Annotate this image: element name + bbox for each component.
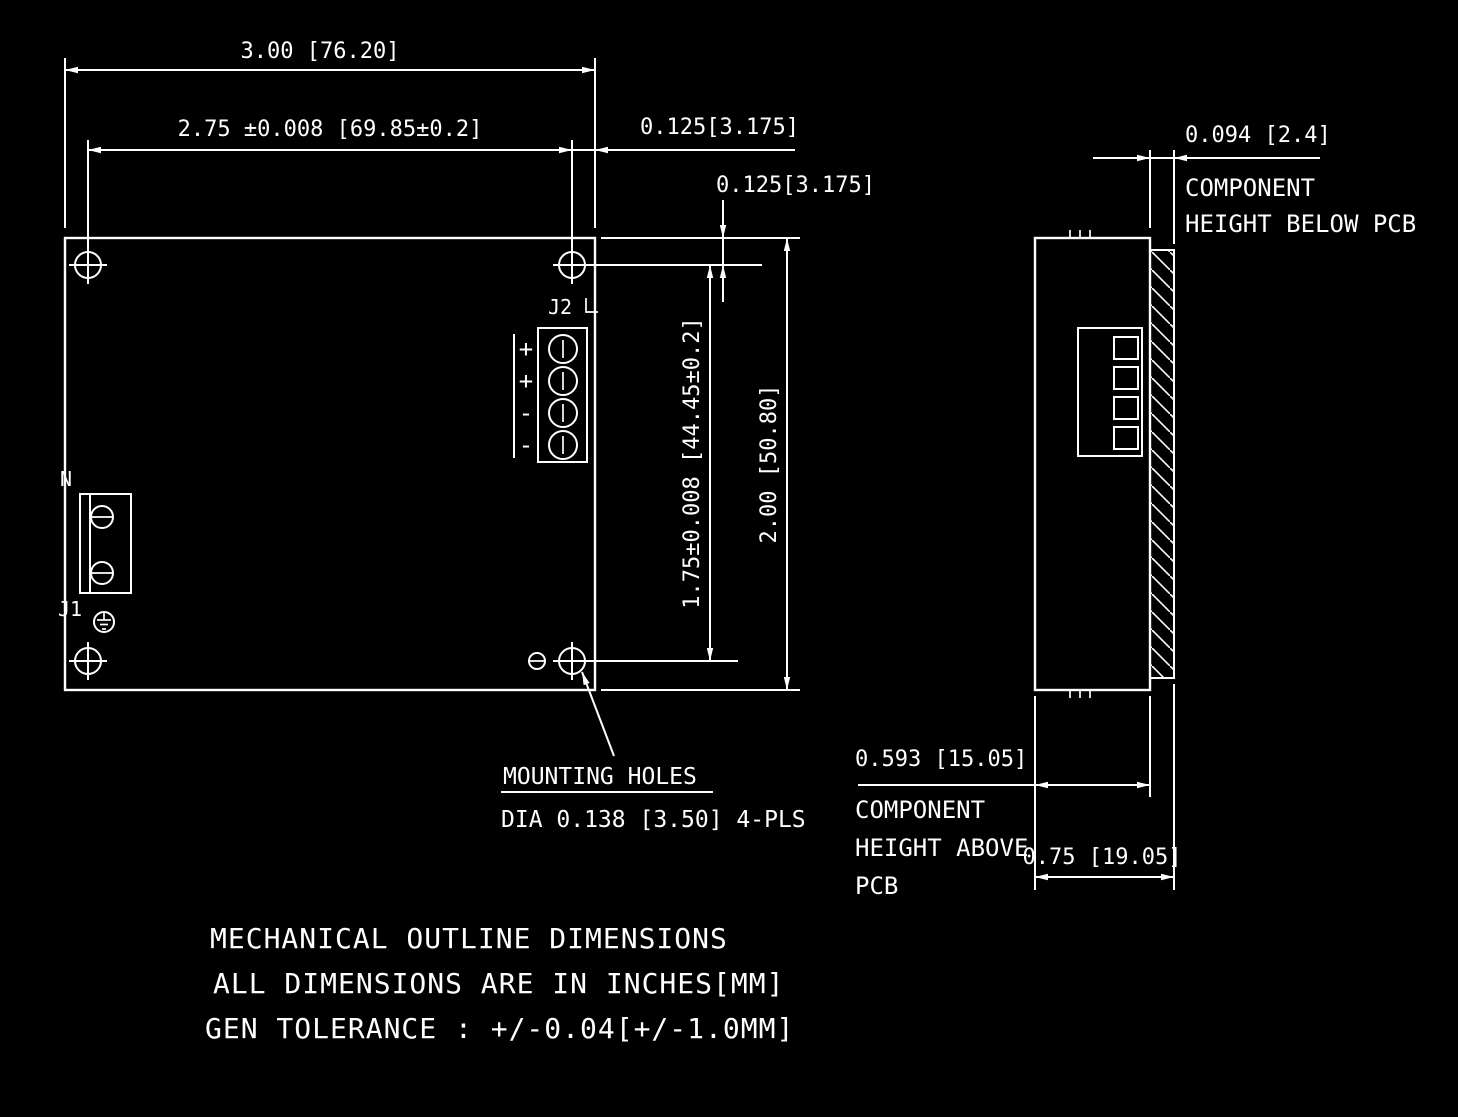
mounting-holes-leader-arrow — [581, 671, 615, 757]
ground-pad — [528, 652, 546, 670]
j2-label: J2 — [548, 295, 572, 319]
side-view-body — [1033, 236, 1152, 692]
connector-j2: J2 + + - - — [513, 295, 598, 463]
j2-polarity-mark-4: - — [519, 431, 533, 459]
j1-terminal-2 — [90, 561, 114, 585]
j1-label: J1 — [58, 597, 82, 621]
top-view: J2 + + - - — [58, 236, 598, 692]
j2-terminal-block — [537, 327, 588, 463]
j2-polarity-mark-2: + — [519, 367, 533, 395]
dim-overall-height: 0.75 [19.05] — [1023, 845, 1182, 881]
j1-terminal-block — [79, 493, 132, 594]
side-view-edge-ticks — [1069, 230, 1091, 698]
mounting-hole-bottom-right — [553, 642, 591, 680]
above-pcb-label-line3: PCB — [855, 872, 898, 900]
dim-overall-height-text: 0.75 [19.05] — [1023, 845, 1182, 870]
dim-hole-spacing-horizontal: 2.75 ±0.008 [69.85±0.2] — [88, 117, 572, 154]
mounting-hole-top-left — [69, 246, 107, 284]
j2-terminal-1 — [548, 334, 578, 364]
dim-hole-edge-offset-top-text: 0.125[3.175] — [716, 173, 875, 198]
earth-ground-icon — [93, 611, 115, 633]
mounting-holes-title: MOUNTING HOLES — [503, 764, 697, 790]
below-pcb-label-line1: COMPONENT — [1185, 174, 1315, 202]
dim-hole-spacing-horizontal-text: 2.75 ±0.008 [69.85±0.2] — [178, 117, 483, 142]
j2-pin1-mark-icon — [585, 298, 598, 313]
top-view-dimensions: 3.00 [76.20] 2.75 ±0.008 [69.85±0.2] 0.1… — [64, 39, 875, 833]
dim-component-height-below-pcb: 0.094 [2.4] COMPONENT HEIGHT BELOW PCB — [1093, 123, 1416, 238]
dim-hole-spacing-vertical: 1.75±0.008 [44.45±0.2] — [680, 265, 714, 661]
side-view-dimensions: 0.094 [2.4] COMPONENT HEIGHT BELOW PCB 0… — [855, 123, 1416, 900]
neutral-label: N — [60, 467, 72, 491]
dim-board-width: 3.00 [76.20] — [65, 39, 595, 74]
mounting-holes-detail: DIA 0.138 [3.50] 4-PLS — [501, 807, 806, 833]
connector-j1: N J1 — [58, 467, 132, 633]
dim-component-height-above-pcb: 0.593 [15.05] COMPONENT HEIGHT ABOVE PCB — [855, 747, 1150, 900]
below-pcb-label-line2: HEIGHT BELOW PCB — [1185, 210, 1416, 238]
dim-hole-edge-offset-right-text: 0.125[3.175] — [640, 115, 799, 140]
mounting-holes-callout: MOUNTING HOLES DIA 0.138 [3.50] 4-PLS — [501, 671, 806, 833]
dim-component-height-above-pcb-text: 0.593 [15.05] — [855, 747, 1027, 772]
dim-board-height-text: 2.00 [50.80] — [757, 385, 782, 544]
pcb-cross-section-hatch — [1149, 249, 1175, 679]
note-line1: MECHANICAL OUTLINE DIMENSIONS — [210, 922, 728, 955]
above-pcb-label-line1: COMPONENT — [855, 796, 985, 824]
j2-polarity-mark-3: - — [519, 399, 533, 427]
dim-component-height-below-pcb-text: 0.094 [2.4] — [1185, 123, 1331, 148]
j2-polarity-mark-1: + — [519, 335, 533, 363]
dim-hole-spacing-vertical-text: 1.75±0.008 [44.45±0.2] — [680, 317, 705, 608]
mounting-hole-top-right — [553, 246, 591, 284]
dim-hole-edge-offset-top: 0.125[3.175] — [716, 173, 875, 302]
mounting-hole-bottom-left — [69, 642, 107, 680]
dim-board-width-text: 3.00 [76.20] — [241, 39, 400, 64]
dim-board-height: 2.00 [50.80] — [757, 238, 791, 690]
drawing-notes: MECHANICAL OUTLINE DIMENSIONS ALL DIMENS… — [205, 922, 794, 1045]
j2-terminal-2 — [548, 366, 578, 396]
dim-hole-edge-offset-right: 0.125[3.175] — [572, 115, 799, 154]
j2-terminal-3 — [548, 398, 578, 428]
j2-terminal-4 — [548, 430, 578, 460]
pcb-board-outline — [63, 236, 597, 692]
side-view — [1033, 230, 1175, 698]
above-pcb-label-line2: HEIGHT ABOVE — [855, 834, 1028, 862]
j1-terminal-1 — [90, 505, 114, 529]
side-view-connector — [1077, 327, 1143, 457]
note-line2: ALL DIMENSIONS ARE IN INCHES[MM] — [213, 967, 784, 1000]
note-line3: GEN TOLERANCE : +/-0.04[+/-1.0MM] — [205, 1012, 794, 1045]
